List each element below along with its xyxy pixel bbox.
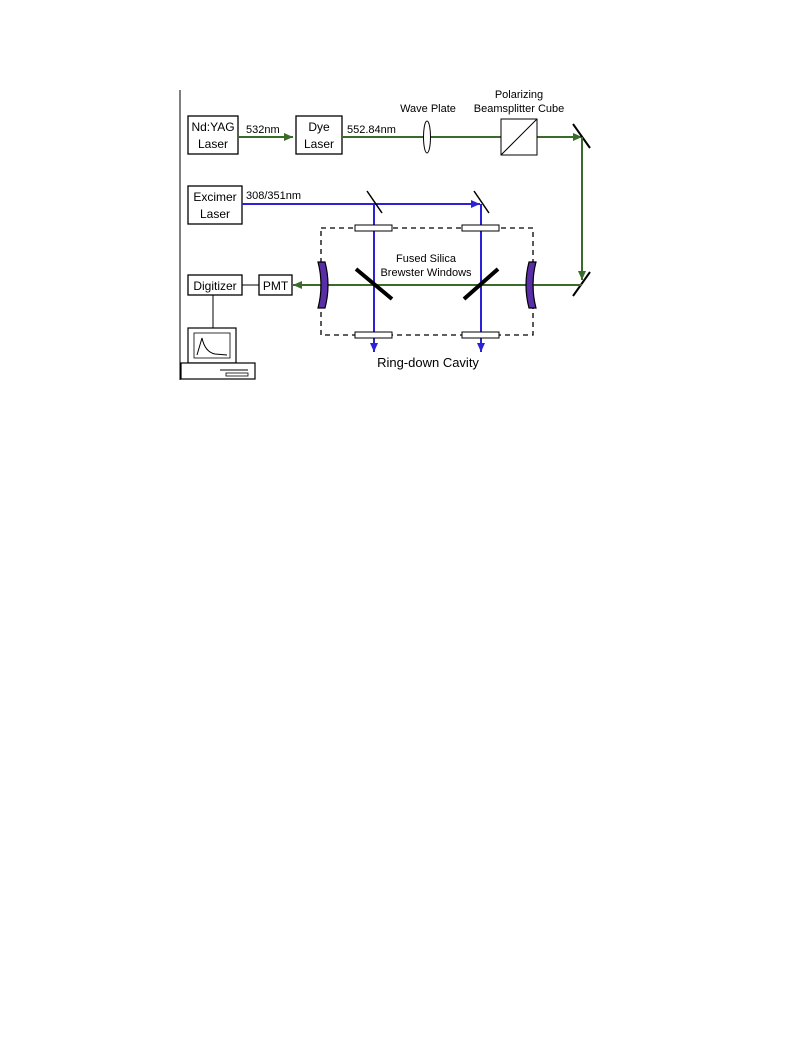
brewster-window-right xyxy=(462,267,500,301)
window-bottom-right xyxy=(461,331,500,339)
wave-plate xyxy=(423,120,431,154)
excimer-laser-label-line1: Excimer xyxy=(193,190,236,204)
mirror-top-right xyxy=(572,123,591,149)
label-532nm: 532nm xyxy=(246,124,280,136)
dye-laser-label-line2: Laser xyxy=(304,137,334,151)
pmt-box: PMT xyxy=(258,274,293,296)
dye-laser-label-line1: Dye xyxy=(308,120,330,134)
ndyag-laser-label-line2: Laser xyxy=(198,137,228,151)
wave-plate-label: Wave Plate xyxy=(400,103,456,115)
pmt-label: PMT xyxy=(263,279,289,293)
brewster-window-left xyxy=(354,267,394,301)
cavity-mirror-left xyxy=(317,261,329,309)
polarizer-label-line1: Polarizing xyxy=(495,89,543,101)
ring-down-cavity-label: Ring-down Cavity xyxy=(377,355,479,370)
blue-turning-mirror xyxy=(473,190,490,214)
label-308-351nm: 308/351nm xyxy=(246,190,301,202)
label-552nm: 552.84nm xyxy=(347,124,396,136)
brewster-label-line2: Brewster Windows xyxy=(380,267,472,279)
ndyag-laser-box: Nd:YAG Laser xyxy=(187,115,239,155)
dye-laser-box: Dye Laser xyxy=(295,115,343,155)
excimer-laser-label-line2: Laser xyxy=(200,207,230,221)
excimer-laser-box: Excimer Laser xyxy=(187,185,243,225)
blue-splitter-mirror xyxy=(366,190,383,214)
polarizing-beamsplitter-cube xyxy=(500,118,538,156)
computer-icon xyxy=(180,327,256,380)
digitizer-box: Digitizer xyxy=(187,274,243,296)
brewster-label-line1: Fused Silica xyxy=(396,253,457,265)
polarizer-label-line2: Beamsplitter Cube xyxy=(474,103,565,115)
window-top-right xyxy=(461,224,500,232)
ndyag-laser-label-line1: Nd:YAG xyxy=(191,120,234,134)
digitizer-label: Digitizer xyxy=(193,279,236,293)
window-top-left xyxy=(354,224,393,232)
cavity-mirror-right xyxy=(525,261,537,309)
window-bottom-left xyxy=(354,331,393,339)
ring-down-cavity-boundary xyxy=(320,227,534,336)
